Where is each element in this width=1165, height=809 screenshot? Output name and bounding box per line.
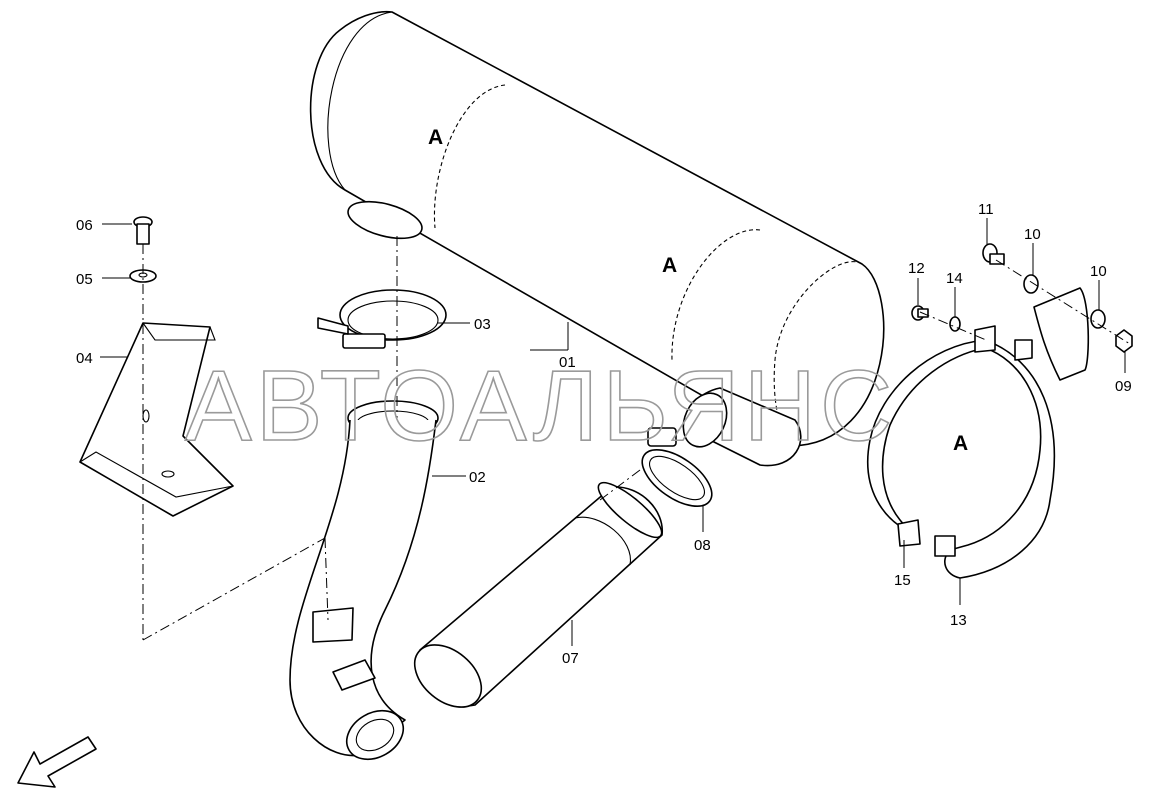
callout-13: 13 — [950, 612, 967, 629]
tail-pipe-part-07[interactable] — [403, 475, 669, 719]
washer-part-14[interactable] — [949, 316, 961, 332]
callout-07: 07 — [562, 650, 579, 667]
callout-14: 14 — [946, 270, 963, 287]
strap-part-13[interactable] — [867, 287, 1090, 579]
callout-10-b: 10 — [1090, 263, 1107, 280]
washer-part-10-a[interactable] — [1023, 274, 1039, 294]
assembly-lines — [142, 236, 1131, 641]
direction-arrow-icon — [17, 736, 97, 788]
callout-04: 04 — [76, 350, 93, 367]
callout-08: 08 — [694, 537, 711, 554]
bracket-part-04[interactable] — [79, 322, 234, 517]
muffler-part-01[interactable] — [309, 10, 885, 467]
callout-06: 06 — [76, 217, 93, 234]
clamp-part-08[interactable] — [633, 427, 721, 517]
callout-09: 09 — [1115, 378, 1132, 395]
callout-12: 12 — [908, 260, 925, 277]
callout-10-a: 10 — [1024, 226, 1041, 243]
bolt-part-06[interactable] — [133, 216, 153, 245]
nut-part-09[interactable] — [1115, 329, 1133, 353]
callout-15: 15 — [894, 572, 911, 589]
pipe-elbow-part-02[interactable] — [289, 400, 439, 769]
callout-01: 01 — [559, 354, 576, 371]
zone-marker-a-1: A — [428, 126, 443, 149]
bolt-part-11[interactable] — [982, 243, 1005, 265]
callout-02: 02 — [469, 469, 486, 486]
bolt-part-12[interactable] — [911, 305, 929, 321]
callout-11: 11 — [978, 201, 994, 218]
leader-lines — [100, 218, 1126, 646]
callout-03: 03 — [474, 316, 491, 333]
zone-marker-a-2: A — [662, 254, 677, 277]
clamp-part-03[interactable] — [317, 289, 447, 349]
callout-05: 05 — [76, 271, 93, 288]
watermark-text: АВТОАЛЬЯНС — [185, 350, 896, 462]
washer-part-10-b[interactable] — [1090, 309, 1106, 329]
zone-marker-a-3: A — [953, 432, 968, 455]
